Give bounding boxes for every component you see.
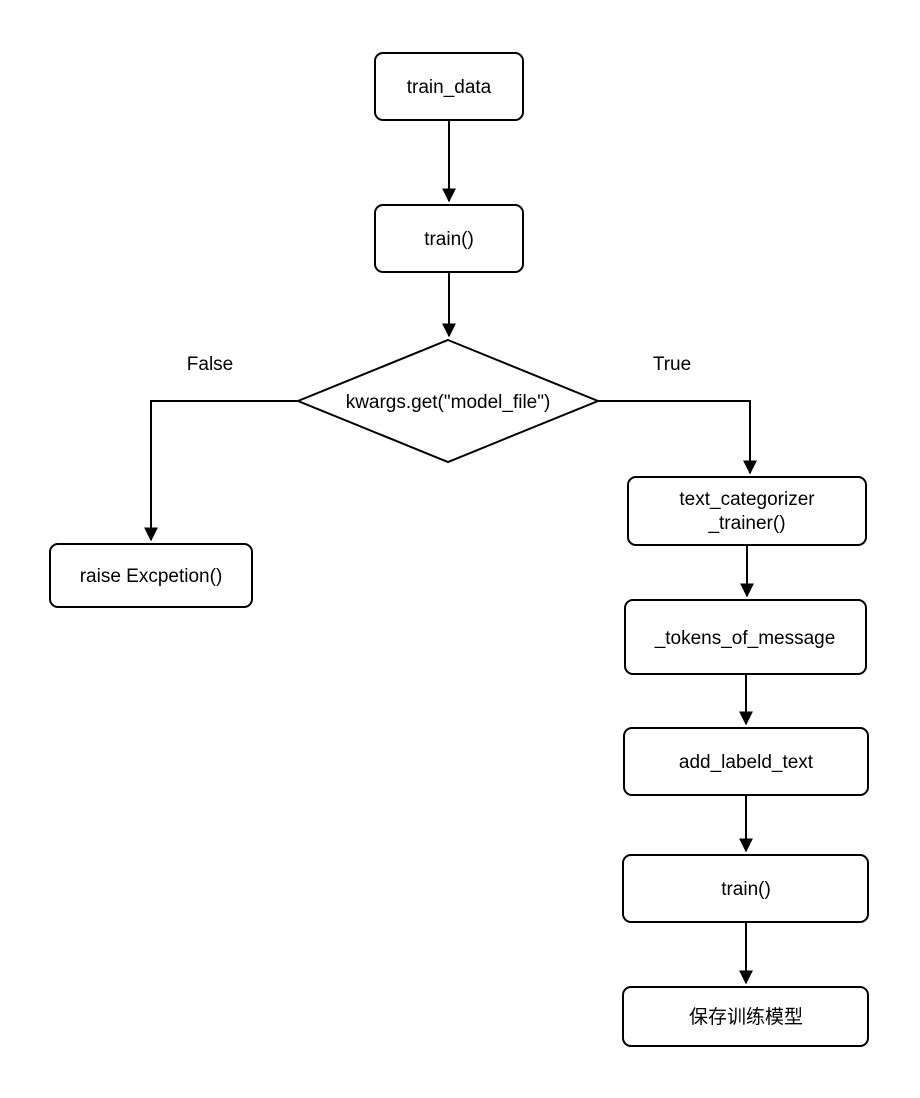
node-text-categorizer-trainer-box xyxy=(627,476,867,546)
node-raise-exception: raise Excpetion() xyxy=(49,543,253,608)
node-tokens-of-message-box xyxy=(624,599,867,675)
node-save-trained-model-label: 保存训练模型 xyxy=(689,1006,803,1028)
node-train-data: train_data xyxy=(374,52,524,121)
node-save-trained-model: 保存训练模型 xyxy=(622,986,869,1047)
edges xyxy=(144,120,757,985)
node-train-data-box xyxy=(374,52,524,121)
edge-decision-true-to-trainer xyxy=(598,400,757,475)
node-train-label: train() xyxy=(424,229,474,250)
node-add-labeld-text-label: add_labeld_text xyxy=(679,752,814,773)
node-decision-label: kwargs.get("model_file") xyxy=(346,392,551,413)
node-train-2-label: train() xyxy=(721,879,771,900)
node-tokens-of-message-label: _tokens_of_message xyxy=(654,628,836,649)
node-train-box xyxy=(374,204,524,273)
node-train-2-box xyxy=(622,854,869,923)
node-text-categorizer-trainer: text_categorizer _trainer() xyxy=(627,476,867,546)
node-decision-diamond xyxy=(295,338,601,464)
node-decision-kwargs-get-model-file: kwargs.get("model_file") xyxy=(295,338,601,464)
node-raise-exception-box xyxy=(49,543,253,608)
node-raise-exception-label: raise Excpetion() xyxy=(80,566,223,587)
node-add-labeld-text: add_labeld_text xyxy=(623,727,869,796)
node-text-categorizer-trainer-label-line2: _trainer() xyxy=(707,513,785,534)
branch-label-true: True xyxy=(653,354,691,375)
node-text-categorizer-trainer-label-line1: text_categorizer xyxy=(679,489,815,510)
node-train: train() xyxy=(374,204,524,273)
node-add-labeld-text-box xyxy=(623,727,869,796)
edge-decision-false-to-raise xyxy=(144,400,298,542)
node-save-trained-model-box xyxy=(622,986,869,1047)
node-train-2: train() xyxy=(622,854,869,923)
branch-label-false: False xyxy=(187,354,233,375)
node-train-data-label: train_data xyxy=(407,77,492,98)
node-tokens-of-message: _tokens_of_message xyxy=(624,599,867,675)
